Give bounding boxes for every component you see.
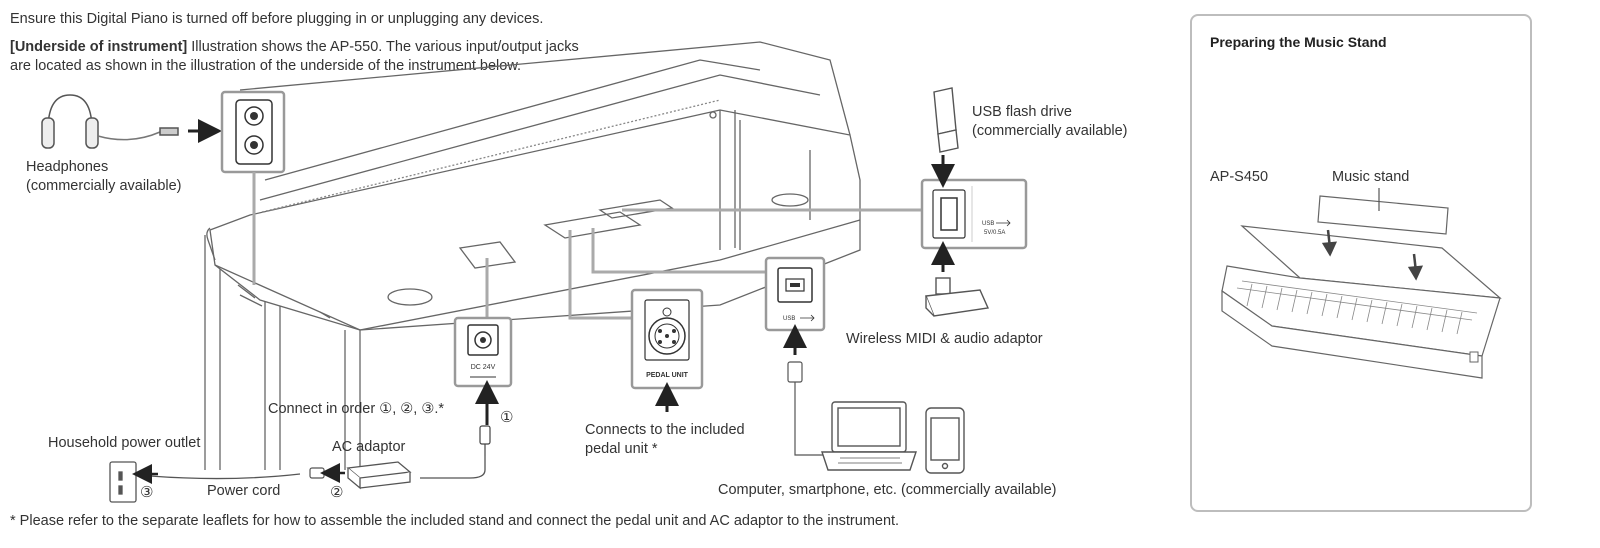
power-cord-label: Power cord (207, 483, 281, 499)
laptop-icon (821, 401, 917, 471)
ac-adaptor-icon (346, 456, 486, 490)
usb-flash-drive-icon (933, 87, 959, 153)
footnote: * Please refer to the separate leaflets … (10, 513, 900, 529)
connection-diagram: DC 24V ① ② ③ PEDAL UNIT (41, 41, 1028, 503)
headphones-sublabel: (commercially available) (26, 178, 182, 194)
section-text-2: are located as shown in the illustration… (10, 58, 522, 74)
pedal-jack-label: PEDAL UNIT (646, 372, 689, 379)
usb-b-jack-panel: USB (764, 256, 826, 332)
dc-jack-panel: DC 24V (453, 316, 513, 388)
headphones-label: Headphones (26, 159, 109, 175)
headphones-icon (41, 94, 179, 149)
pedal-connect-label: Connects to the included (585, 422, 745, 438)
music-stand-board (1317, 195, 1449, 235)
section-text-1: Illustration shows the AP-550. The vario… (191, 39, 579, 55)
step-2-marker: ② (330, 483, 343, 501)
power-cord-line (149, 473, 301, 480)
section-label: [Underside of instrument] (10, 39, 188, 55)
music-stand-panel: Preparing the Music Stand AP-S450 Music … (1190, 14, 1532, 512)
step-1-marker: ① (500, 408, 513, 426)
piano-keys (1236, 280, 1478, 335)
wireless-adaptor-label: Wireless MIDI & audio adaptor (846, 331, 1043, 347)
dc-jack-label: DC 24V (471, 364, 496, 371)
step-3-marker: ③ (140, 483, 153, 501)
usb-b-label: USB (783, 316, 795, 322)
panel-title: Preparing the Music Stand (1210, 34, 1387, 50)
piano-underside (204, 41, 861, 470)
usb-a-rating: 5V/0.5A (984, 230, 1005, 236)
pedal-connect-sublabel: pedal unit * (585, 441, 658, 457)
connect-order-label: Connect in order ①, ②, ③.* (268, 401, 445, 417)
computer-label: Computer, smartphone, etc. (commercially… (718, 482, 1057, 498)
pedal-jack-panel: PEDAL UNIT (630, 288, 704, 390)
model-label: AP-S450 (1210, 169, 1269, 185)
power-outlet-icon (109, 461, 158, 503)
usb-a-label: USB (982, 221, 994, 227)
ac-adaptor-label: AC adaptor (332, 439, 406, 455)
music-stand-illustration (1221, 188, 1502, 379)
wireless-adaptor-icon (925, 277, 990, 317)
usb-a-jack-panel: USB 5V/0.5A (920, 178, 1028, 250)
headphone-jack-panel (220, 90, 286, 174)
usb-flash-sublabel: (commercially available) (972, 123, 1128, 139)
smartphone-icon (925, 407, 965, 474)
usb-flash-label: USB flash drive (972, 104, 1072, 120)
dc-plug-icon (479, 425, 491, 456)
music-stand-label: Music stand (1332, 169, 1410, 185)
power-warning: Ensure this Digital Piano is turned off … (10, 11, 544, 27)
usb-cable-icon (787, 361, 830, 456)
household-outlet-label: Household power outlet (48, 435, 201, 451)
power-cord-plug-icon (309, 463, 345, 483)
section-description: [Underside of instrument] Illustration s… (10, 38, 579, 57)
